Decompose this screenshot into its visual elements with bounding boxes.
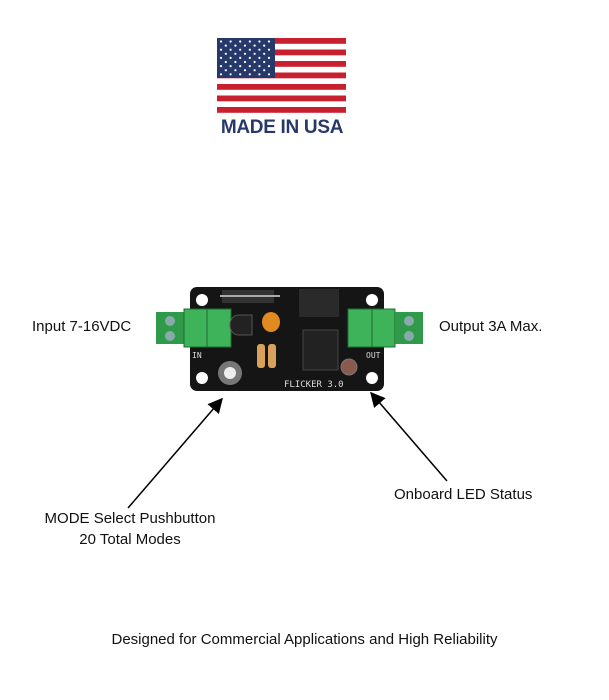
flag-star-icon	[234, 60, 237, 64]
mode-label-line1: MODE Select Pushbutton	[44, 510, 216, 527]
flag-star-icon	[258, 48, 261, 51]
flag-star-icon	[239, 56, 242, 60]
made-in-usa-text: MADE IN USA	[220, 117, 344, 138]
flag-star-icon	[224, 60, 227, 64]
flag-star-icon	[224, 44, 227, 47]
led-arrow	[370, 391, 448, 482]
board-silkscreen-name: FLICKER 3.0	[284, 380, 344, 390]
flag-star-icon	[219, 56, 223, 60]
flag-star-icon	[248, 56, 251, 60]
flag-star-icon	[234, 69, 237, 72]
flag-star-icon	[253, 60, 256, 64]
flag-star-icon	[267, 56, 271, 60]
flag-star-icon	[224, 52, 227, 55]
flag-star-icon	[258, 40, 261, 43]
flag-star-icon	[239, 65, 242, 68]
flag-star-icon	[253, 69, 256, 72]
flag-star-icon	[258, 73, 261, 76]
flag-star-icon	[219, 73, 223, 76]
flag-star-icon	[229, 40, 232, 43]
flag-star-icon	[258, 65, 261, 68]
flag-star-icon	[239, 40, 242, 43]
flag-star-icon	[229, 73, 232, 76]
flag-star-icon	[234, 52, 237, 55]
flag-star-icon	[239, 48, 242, 51]
flag-star-icon	[234, 44, 237, 47]
mode-label: MODE Select Pushbutton 20 Total Modes	[30, 508, 230, 550]
flag-star-icon	[267, 48, 271, 51]
flag-star-icon	[219, 48, 223, 51]
flag-star-icon	[263, 69, 266, 72]
output-label: Output 3A Max.	[439, 318, 543, 335]
flag-star-icon	[243, 69, 247, 72]
footer-text: Designed for Commercial Applications and…	[111, 631, 498, 648]
flag-star-icon	[229, 48, 232, 51]
flag-star-icon	[267, 65, 271, 68]
mode-arrow	[127, 397, 223, 509]
flag-star-icon	[229, 56, 232, 60]
flag-star-icon	[248, 48, 251, 51]
mode-label-line2: 20 Total Modes	[79, 531, 181, 548]
flag-star-icon	[243, 52, 247, 55]
board-out-label: OUT	[366, 351, 381, 360]
flag-star-icon	[253, 52, 256, 55]
led-label: Onboard LED Status	[394, 486, 533, 503]
flag-star-icon	[248, 40, 251, 43]
flag-star-icon	[243, 44, 247, 47]
flag-star-icon	[243, 60, 247, 64]
us-flag-icon	[217, 38, 346, 113]
flag-star-icon	[239, 73, 242, 76]
flag-star-icon	[224, 69, 227, 72]
flag-star-icon	[219, 65, 223, 68]
flag-star-icon	[263, 60, 266, 64]
flag-star-icon	[263, 52, 266, 55]
input-label: Input 7-16VDC	[32, 318, 132, 335]
flag-star-icon	[263, 44, 266, 47]
flag-star-icon	[267, 73, 271, 76]
flicker-board: IN OUT FLICKER 3.0	[156, 287, 423, 391]
flag-star-icon	[229, 65, 232, 68]
flag-star-icon	[253, 44, 256, 47]
board-in-label: IN	[192, 351, 202, 360]
flag-star-icon	[248, 73, 251, 76]
flag-star-icon	[267, 40, 271, 43]
flag-star-icon	[219, 40, 223, 43]
flag-star-icon	[258, 56, 261, 60]
flag-star-icon	[248, 65, 251, 68]
